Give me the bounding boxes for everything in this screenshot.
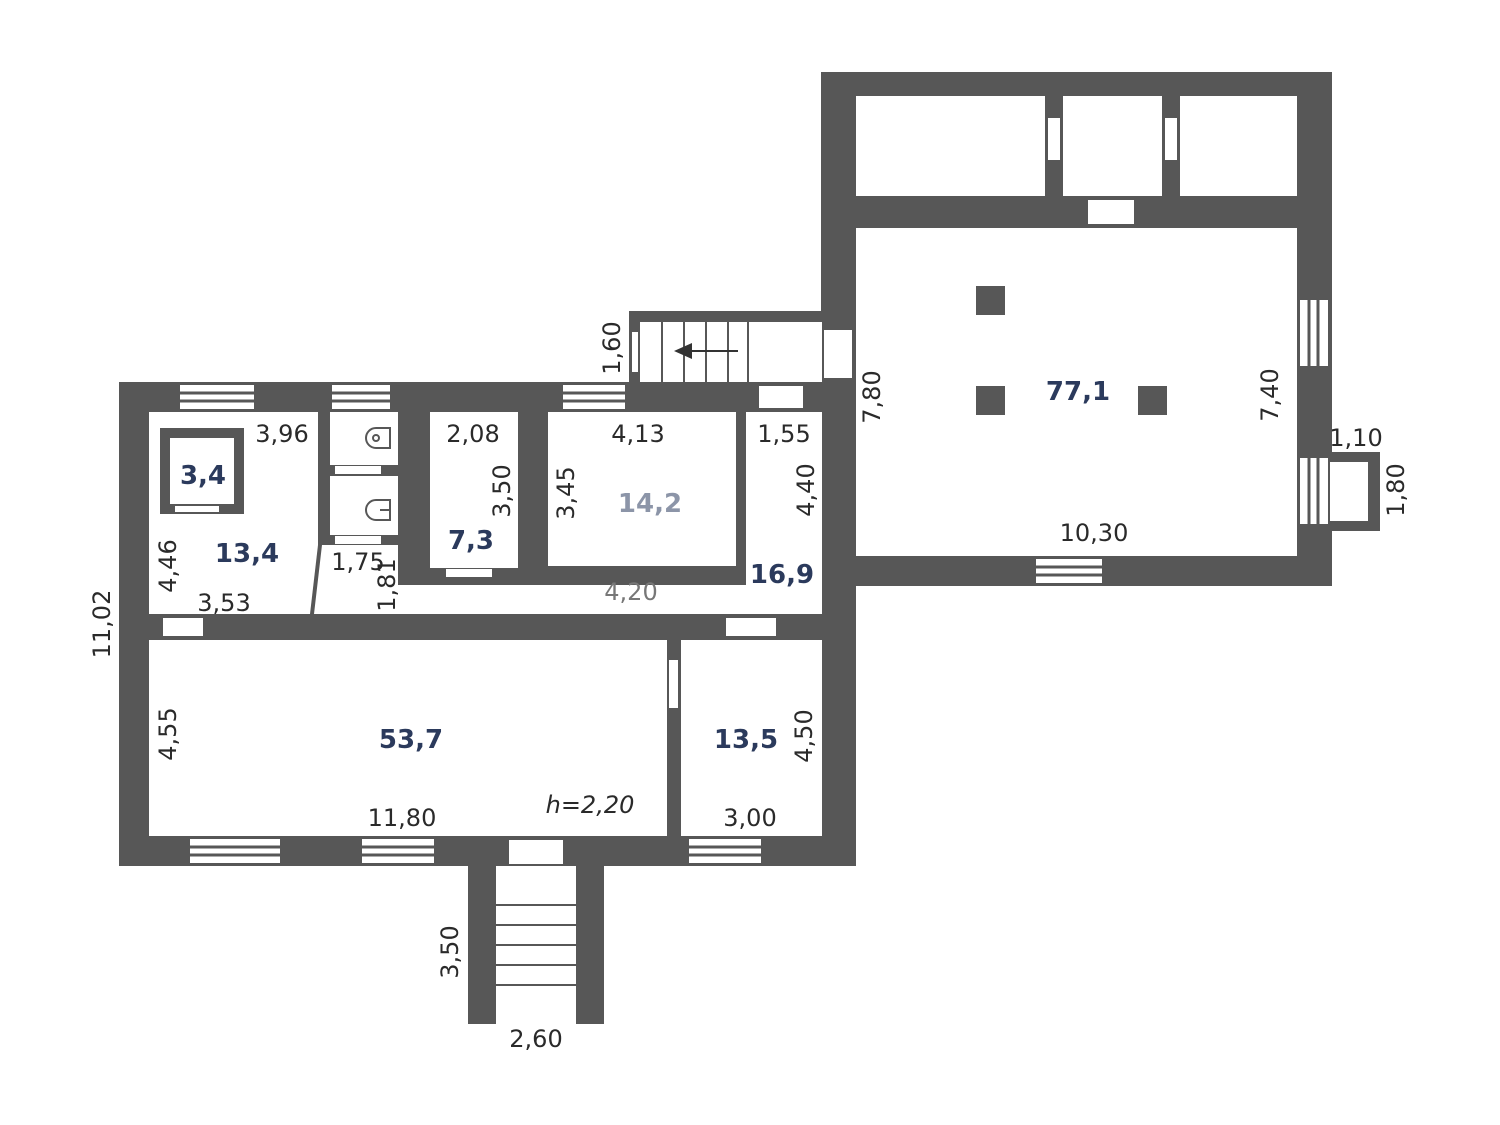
dimension-label: 3,53 <box>197 589 250 617</box>
rooms <box>149 96 1368 1024</box>
dimension-label: 10,30 <box>1060 519 1129 547</box>
dimension-label: 3,00 <box>723 804 776 832</box>
dimension-label: 1,75 <box>331 548 384 576</box>
area-label: 14,2 <box>618 489 682 519</box>
dimension-label: 7,40 <box>1256 368 1284 421</box>
dimension-label: 7,80 <box>858 370 886 423</box>
dimension-label: 11,02 <box>88 590 116 659</box>
dimension-label: 3,50 <box>436 925 464 978</box>
dimension-label: 4,46 <box>154 539 182 592</box>
dimension-label: 2,60 <box>509 1025 562 1053</box>
area-label: 3,4 <box>180 461 226 491</box>
dimension-label: 3,96 <box>255 420 308 448</box>
doors <box>163 118 1177 864</box>
dimension-label: 4,20 <box>604 578 657 606</box>
stairs-bottom <box>496 904 576 986</box>
area-label: 77,1 <box>1046 377 1110 407</box>
arrow-left-icon <box>674 343 692 359</box>
area-label: 7,3 <box>448 526 494 556</box>
dimension-label: 4,40 <box>792 463 820 516</box>
dimension-label: 1,10 <box>1329 424 1382 452</box>
dimension-label: 4,55 <box>154 707 182 760</box>
dimension-label: 1,55 <box>757 420 810 448</box>
dimension-label: 4,50 <box>790 709 818 762</box>
area-label: 16,9 <box>750 560 814 590</box>
dimension-label: 2,08 <box>446 420 499 448</box>
dimension-label: 1,81 <box>373 558 401 611</box>
area-label: 13,4 <box>215 539 279 569</box>
dimension-label: 3,45 <box>552 466 580 519</box>
pillars <box>976 286 1167 415</box>
dimension-label: 11,80 <box>368 804 437 832</box>
dimension-label: 1,80 <box>1382 463 1410 516</box>
area-label: 13,5 <box>714 725 778 755</box>
toilet-icon <box>365 427 391 521</box>
dimension-label: 4,13 <box>611 420 664 448</box>
dimension-label: 3,50 <box>488 464 516 517</box>
windows <box>180 300 1328 863</box>
area-label: 53,7 <box>379 725 443 755</box>
stairs-top <box>661 322 749 382</box>
ceiling-height-label: h=2,20 <box>546 791 635 819</box>
dimension-label: 1,60 <box>598 321 626 374</box>
